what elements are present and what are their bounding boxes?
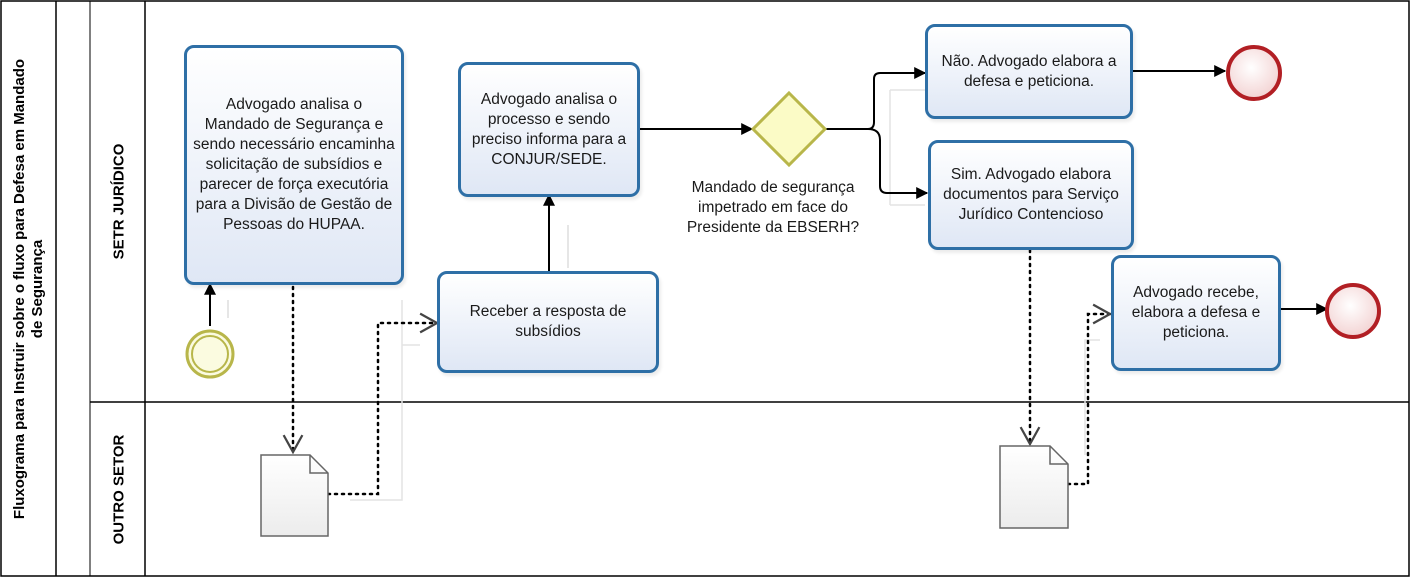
gateway-question-label: Mandado de segurança impetrado em face d…	[686, 179, 860, 236]
lane-label-text: SETR JURÍDICO	[110, 143, 128, 259]
lane-label-text: OUTRO SETOR	[110, 434, 128, 545]
task-sim-advogado[interactable]: Sim. Advogado elabora documentos para Se…	[928, 140, 1134, 250]
end-event-nao	[1226, 45, 1282, 101]
association-doc-to-receber	[326, 312, 440, 496]
task-label: Advogado analisa o processo e sendo prec…	[471, 90, 627, 168]
flow-gateway-to-sim	[867, 128, 929, 199]
task-label: Advogado recebe, elabora a defesa e peti…	[1131, 284, 1261, 341]
faint-connector	[1084, 339, 1100, 455]
faint-connector	[889, 89, 925, 206]
flow-gateway-to-nao	[825, 67, 927, 130]
task-receber-resposta[interactable]: Receber a resposta de subsídios	[437, 271, 659, 373]
exclusive-gateway	[750, 90, 828, 168]
task-nao-advogado[interactable]: Não. Advogado elabora a defesa e peticio…	[925, 24, 1133, 119]
association-doc-to-recebe	[1066, 303, 1113, 486]
task-recebe-elabora[interactable]: Advogado recebe, elabora a defesa e peti…	[1111, 255, 1281, 371]
task-label: Não. Advogado elabora a defesa e peticio…	[941, 52, 1117, 90]
task-analisa-mandado[interactable]: Advogado analisa o Mandado de Segurança …	[184, 45, 404, 285]
task-analisa-processo[interactable]: Advogado analisa o processo e sendo prec…	[458, 62, 640, 197]
lane-label-setr-juridico: SETR JURÍDICO	[92, 0, 146, 402]
data-object-outro-setor-2	[999, 445, 1069, 529]
end-event-recebe	[1325, 283, 1381, 339]
start-event-inner	[191, 335, 229, 373]
data-object-outro-setor-1	[260, 454, 329, 537]
pool-title: Fluxograma para Instruir sobre o fluxo p…	[2, 0, 56, 577]
pool-title-line2: de Segurança	[29, 239, 46, 338]
faint-connector	[350, 300, 420, 501]
task-label: Sim. Advogado elabora documentos para Se…	[943, 166, 1119, 223]
pool-title-line1: Fluxograma para Instruir sobre o fluxo p…	[11, 58, 28, 519]
task-label: Receber a resposta de subsídios	[469, 303, 627, 340]
lane-label-outro-setor: OUTRO SETOR	[92, 402, 146, 577]
start-event	[185, 329, 235, 379]
task-label: Advogado analisa o Mandado de Segurança …	[193, 96, 395, 233]
